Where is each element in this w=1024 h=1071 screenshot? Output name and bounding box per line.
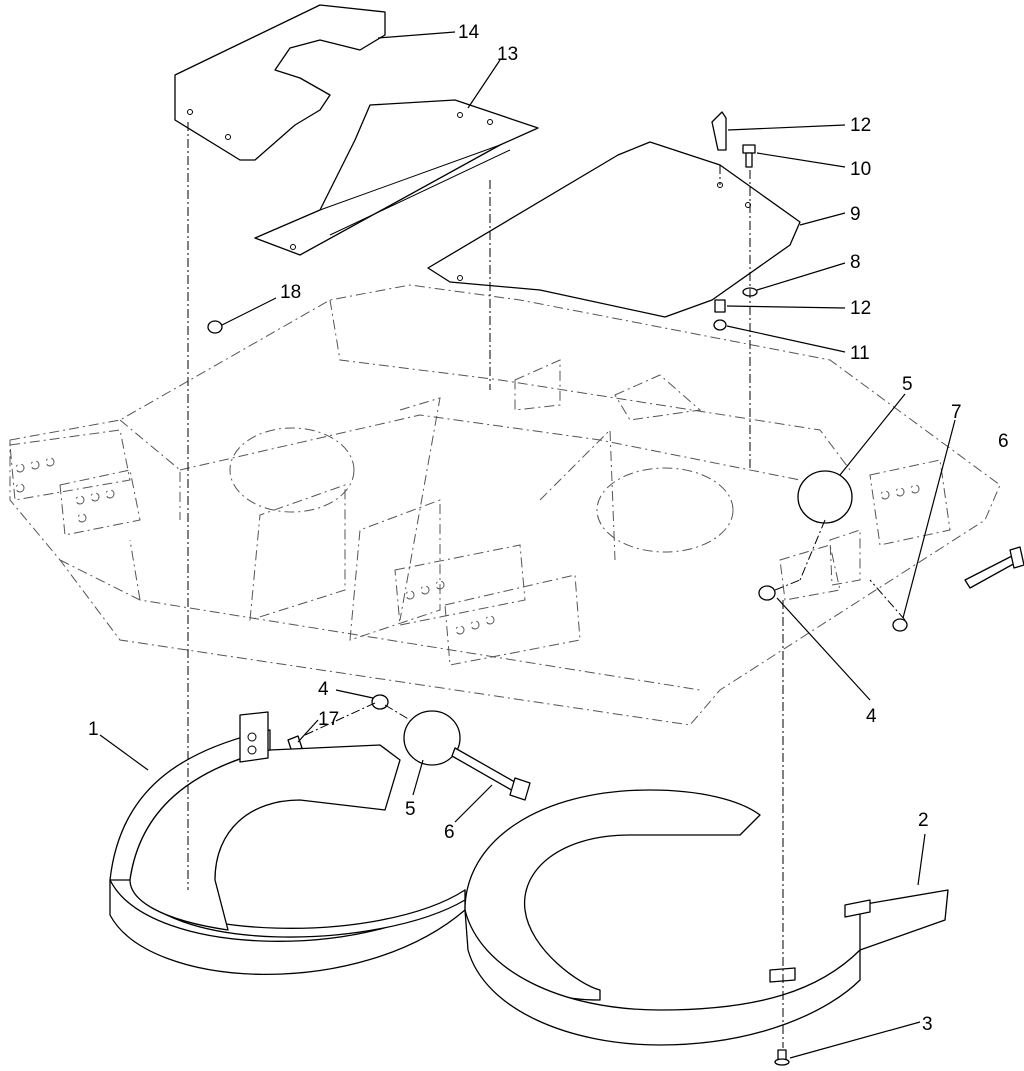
callout-labels: 14 13 12 10 9 8 12 11 18 5 7 6 4 4 17 1 …	[88, 22, 1009, 1035]
callout-2: 2	[918, 810, 929, 831]
part-7-bolt	[892, 618, 908, 632]
callout-1: 1	[88, 719, 99, 740]
callout-6-left: 6	[444, 822, 455, 843]
leader-lines	[99, 31, 956, 1059]
part-1-shield	[109, 711, 466, 975]
callout-3: 3	[922, 1014, 933, 1035]
part-9-plate	[427, 141, 801, 318]
callout-5-right: 5	[902, 374, 913, 395]
part-6-bolt-left	[451, 747, 531, 801]
callout-13: 13	[497, 44, 518, 65]
part-6-bolt-right	[964, 546, 1024, 589]
part-3-screw	[774, 1049, 790, 1066]
part-18-nut	[207, 320, 223, 334]
callout-12-lower: 12	[850, 298, 871, 319]
callout-7: 7	[951, 402, 962, 423]
callout-17: 17	[318, 709, 339, 730]
callout-5-left: 5	[405, 799, 416, 820]
part-11-nut	[713, 319, 727, 331]
part-14-cover	[174, 4, 386, 161]
part-12-spacer	[714, 299, 726, 313]
deck-hole-pattern	[15, 457, 920, 635]
part-2-shield	[464, 789, 949, 1046]
assembly-center-lines	[187, 122, 906, 1048]
part-4-nut-left	[371, 694, 389, 710]
callout-4-right: 4	[866, 706, 877, 727]
callout-6-right: 6	[998, 431, 1009, 452]
callout-9: 9	[850, 204, 861, 225]
part-13-baffle	[254, 99, 539, 256]
part-5-bumper-ball-left	[403, 710, 461, 766]
callout-14: 14	[458, 22, 480, 43]
callout-12-upper: 12	[850, 115, 871, 136]
part-4-nut-right	[758, 585, 776, 601]
callout-11: 11	[850, 343, 870, 364]
callout-8: 8	[850, 252, 861, 273]
callout-4-left: 4	[318, 679, 329, 700]
part-10-bolt	[742, 144, 756, 168]
callout-10: 10	[850, 159, 871, 180]
callout-18: 18	[280, 282, 301, 303]
part-12-key-top	[711, 111, 727, 151]
part-5-bumper-ball-right	[797, 470, 853, 524]
mower-deck	[9, 284, 1001, 726]
